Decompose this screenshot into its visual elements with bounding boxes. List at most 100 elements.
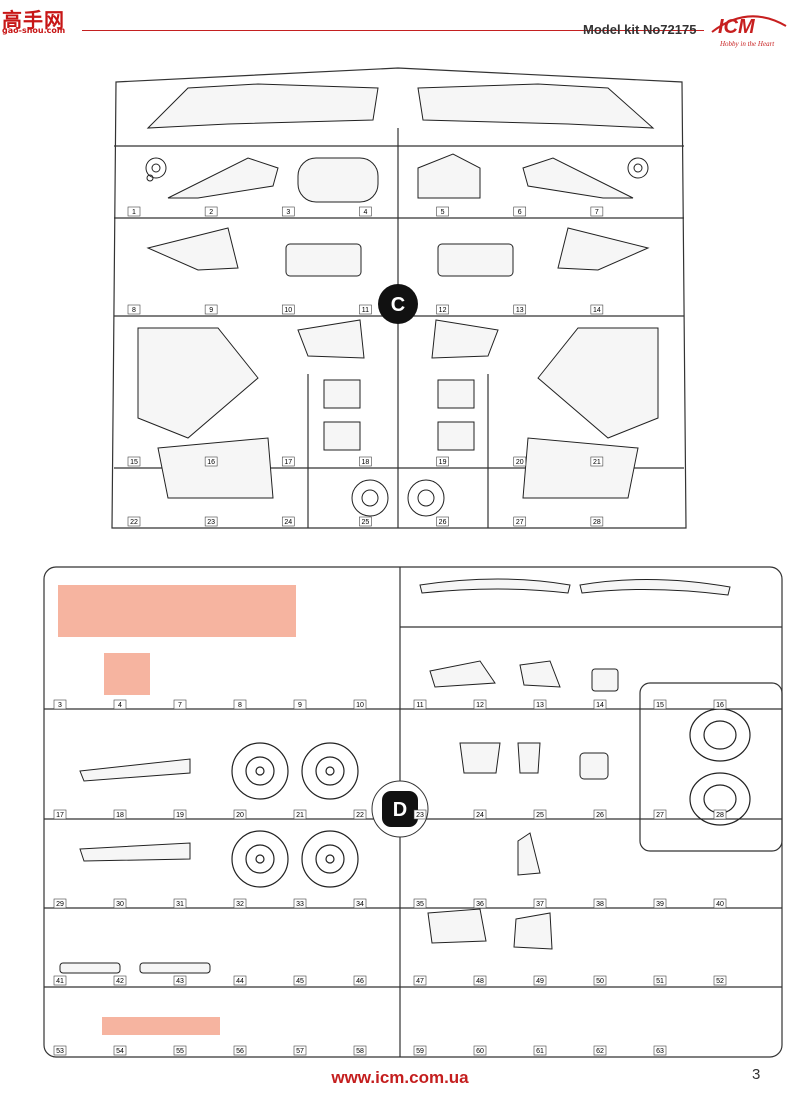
part-number-label: 52 [716,978,724,985]
part-number-label: 9 [209,307,213,314]
sprue-d-badge: D [371,780,429,838]
part-number-label: 54 [116,1048,124,1055]
part-number-label: 22 [130,519,138,526]
part-number-label: 42 [116,978,124,985]
part-number-label: 57 [296,1048,304,1055]
part-number-label: 28 [716,812,724,819]
part-number-label: 20 [516,459,524,466]
part-number-label: 63 [656,1048,664,1055]
part-number-label: 33 [296,901,304,908]
part-number-label: 19 [439,459,447,466]
part-number-label: 61 [536,1048,544,1055]
part-number-label: 12 [439,307,447,314]
part-number-label: 60 [476,1048,484,1055]
part-number-label: 3 [58,702,62,709]
part-number-label: 8 [132,307,136,314]
part-number-label: 26 [439,519,447,526]
part-number-label: 24 [284,519,292,526]
kit-title: Model kit No72175 [583,22,697,37]
decal-highlight-strip [102,1017,220,1035]
part-number-label: 26 [596,812,604,819]
brand-tagline: Hobby in the Heart [720,40,775,48]
part-number-label: 35 [416,901,424,908]
part-number-label: 31 [176,901,184,908]
part-number-label: 48 [476,978,484,985]
part-number-label: 38 [596,901,604,908]
part-number-label: 11 [416,702,423,709]
part-number-label: 27 [516,519,524,526]
part-number-label: 6 [518,209,522,216]
part-number-label: 19 [176,812,184,819]
decal-highlight-area-small [104,653,150,695]
part-number-label: 53 [56,1048,64,1055]
part-number-label: 15 [656,702,664,709]
part-number-label: 16 [207,459,215,466]
part-number-label: 22 [356,812,364,819]
footer-url: www.icm.com.ua [331,1068,469,1087]
part-number-label: 3 [286,209,290,216]
part-number-label: 4 [363,209,367,216]
part-number-label: 8 [238,702,242,709]
part-number-label: 24 [476,812,484,819]
sprue-c-badge: C [378,284,418,324]
part-number-label: 17 [284,459,292,466]
part-number-label: 56 [236,1048,244,1055]
part-number-label: 18 [116,812,124,819]
part-number-label: 59 [416,1048,424,1055]
part-number-label: 18 [362,459,370,466]
part-number-label: 10 [284,307,292,314]
brand-name: ICM [718,16,755,38]
site-logo-cn: 高手网 [2,8,65,32]
part-number-label: 41 [56,978,64,985]
part-number-label: 13 [516,307,524,314]
site-logo-url: gao-shou.com [2,26,66,35]
part-number-label: 25 [536,812,544,819]
part-number-label: 28 [593,519,601,526]
icm-brand-logo: ICM Hobby in the Heart [708,10,790,52]
part-number-label: 23 [207,519,215,526]
part-fuselage-right [417,83,655,129]
part-number-label: 44 [236,978,244,985]
part-number-label: 43 [176,978,184,985]
part-number-label: 2 [209,209,213,216]
part-number-label: 5 [441,209,445,216]
part-number-label: 37 [536,901,544,908]
part-number-label: 15 [130,459,138,466]
page-number: 3 [752,1066,761,1083]
part-number-label: 29 [56,901,64,908]
header-rule [82,30,704,31]
part-number-label: 49 [536,978,544,985]
part-number-label: 23 [416,812,424,819]
part-number-label: 32 [236,901,244,908]
sprue-c-letter: C [391,294,405,316]
part-number-label: 12 [476,702,484,709]
part-number-label: 9 [298,702,302,709]
part-number-label: 47 [416,978,424,985]
part-fuselage-left [146,83,379,129]
part-number-label: 46 [356,978,364,985]
part-number-label: 20 [236,812,244,819]
part-number-label: 14 [596,702,604,709]
part-number-label: 1 [132,209,136,216]
part-number-label: 16 [716,702,724,709]
part-number-label: 11 [362,307,369,314]
part-number-label: 10 [356,702,364,709]
part-number-label: 30 [116,901,124,908]
part-number-label: 62 [596,1048,604,1055]
part-number-label: 27 [656,812,664,819]
decal-highlight-area [58,585,296,637]
part-number-label: 45 [296,978,304,985]
part-number-label: 36 [476,901,484,908]
part-number-label: 50 [596,978,604,985]
part-number-label: 13 [536,702,544,709]
part-number-label: 34 [356,901,364,908]
part-number-label: 17 [56,812,64,819]
part-number-label: 40 [716,901,724,908]
part-number-label: 58 [356,1048,364,1055]
part-number-label: 21 [593,459,601,466]
part-number-label: 55 [176,1048,184,1055]
sprue-d-letter: D [393,799,407,821]
part-number-label: 7 [595,209,599,216]
